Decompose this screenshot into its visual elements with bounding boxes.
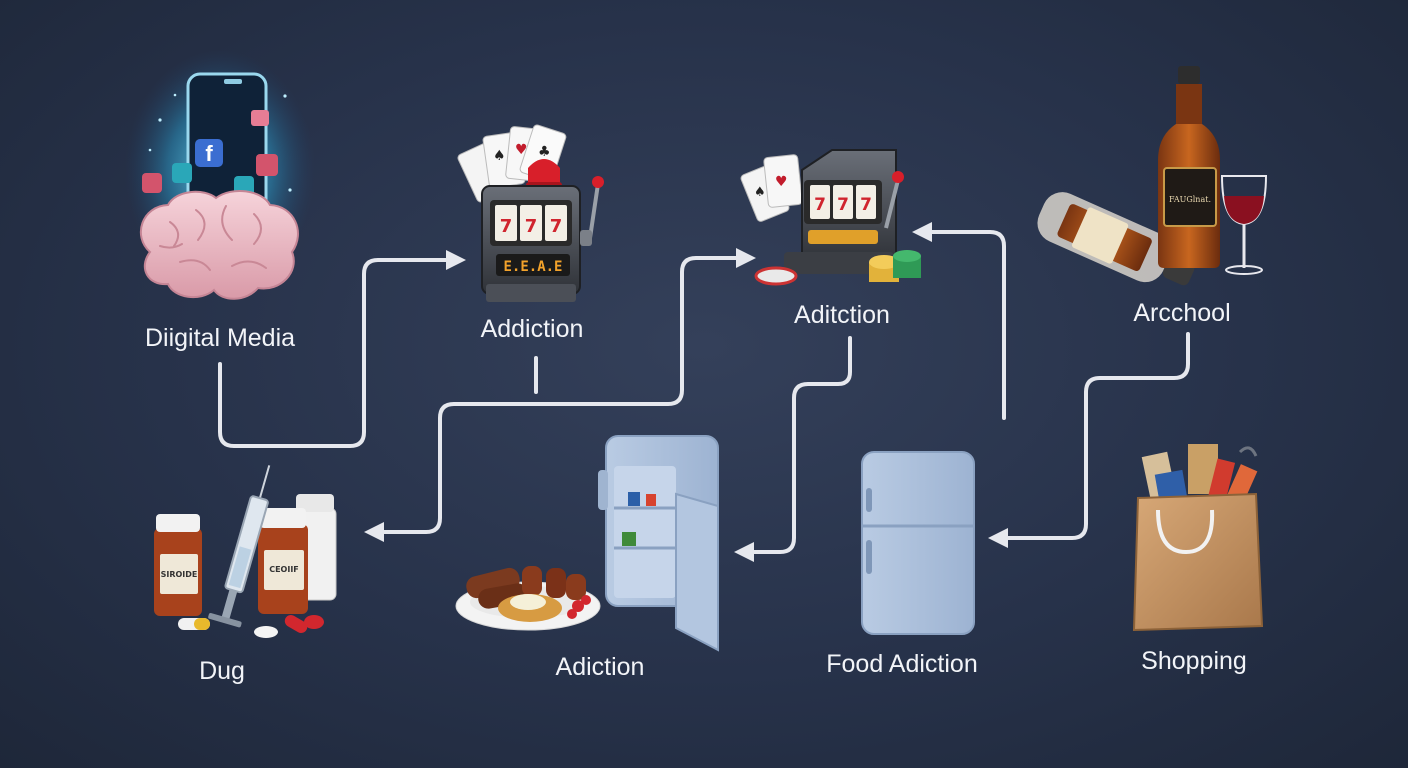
- svg-text:♥: ♥: [775, 174, 788, 190]
- svg-text:7: 7: [550, 216, 563, 237]
- slot-display-text: E.E.A.E: [503, 259, 562, 275]
- open-fridge-food-icon: [455, 435, 719, 652]
- liquor-bottles-icon: FAUGlnat.: [1037, 66, 1268, 286]
- food-plate-icon: [455, 566, 601, 631]
- pill-bottles-syringe-icon: SIROIDE CEOIIF: [154, 465, 337, 638]
- node-label-shopping: Shopping: [1141, 647, 1247, 675]
- brain-icon: [140, 190, 299, 300]
- svg-text:7: 7: [500, 216, 513, 237]
- node-label-alcohol: Arcchool: [1133, 299, 1230, 327]
- node-label-addiction-1: Addiction: [481, 315, 584, 343]
- svg-text:7: 7: [814, 195, 826, 215]
- brain-phone-icon: f: [125, 50, 315, 300]
- svg-text:7: 7: [860, 195, 872, 215]
- wine-glass-icon: [1220, 175, 1268, 275]
- shopping-bag-icon: [1132, 444, 1264, 632]
- slot-machine-icon: ♠ ♥ ♣ 7 7 7 E.E.A.E: [457, 124, 604, 302]
- whiskey-bottle-icon: FAUGlnat.: [1158, 66, 1220, 268]
- facebook-icon: f: [195, 139, 223, 167]
- svg-text:♠: ♠: [754, 185, 766, 200]
- bottle-label-text: FAUGlnat.: [1169, 195, 1211, 204]
- svg-text:♥: ♥: [515, 142, 528, 158]
- pill-bottle-label-2: CEOIIF: [269, 565, 299, 574]
- connector-aditction-to-fridge-food: [734, 336, 852, 562]
- svg-text:7: 7: [837, 195, 849, 215]
- node-label-food: Food Adiction: [826, 650, 978, 678]
- casino-chips-icon: [754, 250, 921, 286]
- svg-text:f: f: [205, 141, 213, 166]
- fridge-icon: [861, 451, 975, 635]
- connector-food-to-aditction: [912, 222, 1006, 420]
- pills-icon: [178, 615, 324, 638]
- svg-text:♣: ♣: [538, 144, 551, 160]
- slot-machine-chips-icon: ♥ ♠ 7 7 7: [740, 149, 921, 286]
- svg-text:♠: ♠: [493, 148, 506, 164]
- connector-drug-to-aditction: [364, 248, 756, 542]
- node-label-digital-media: Diigital Media: [145, 324, 295, 352]
- svg-text:7: 7: [525, 216, 538, 237]
- connector-alcohol-to-food: [988, 332, 1190, 548]
- playing-cards-icon-2: ♥ ♠: [740, 154, 803, 222]
- syringe-icon: [208, 465, 271, 628]
- node-label-drug: Dug: [199, 657, 245, 685]
- pill-bottle-label-1: SIROIDE: [161, 570, 198, 579]
- node-label-addiction-3: Adiction: [556, 653, 645, 681]
- node-label-addiction-2: Aditction: [794, 301, 890, 329]
